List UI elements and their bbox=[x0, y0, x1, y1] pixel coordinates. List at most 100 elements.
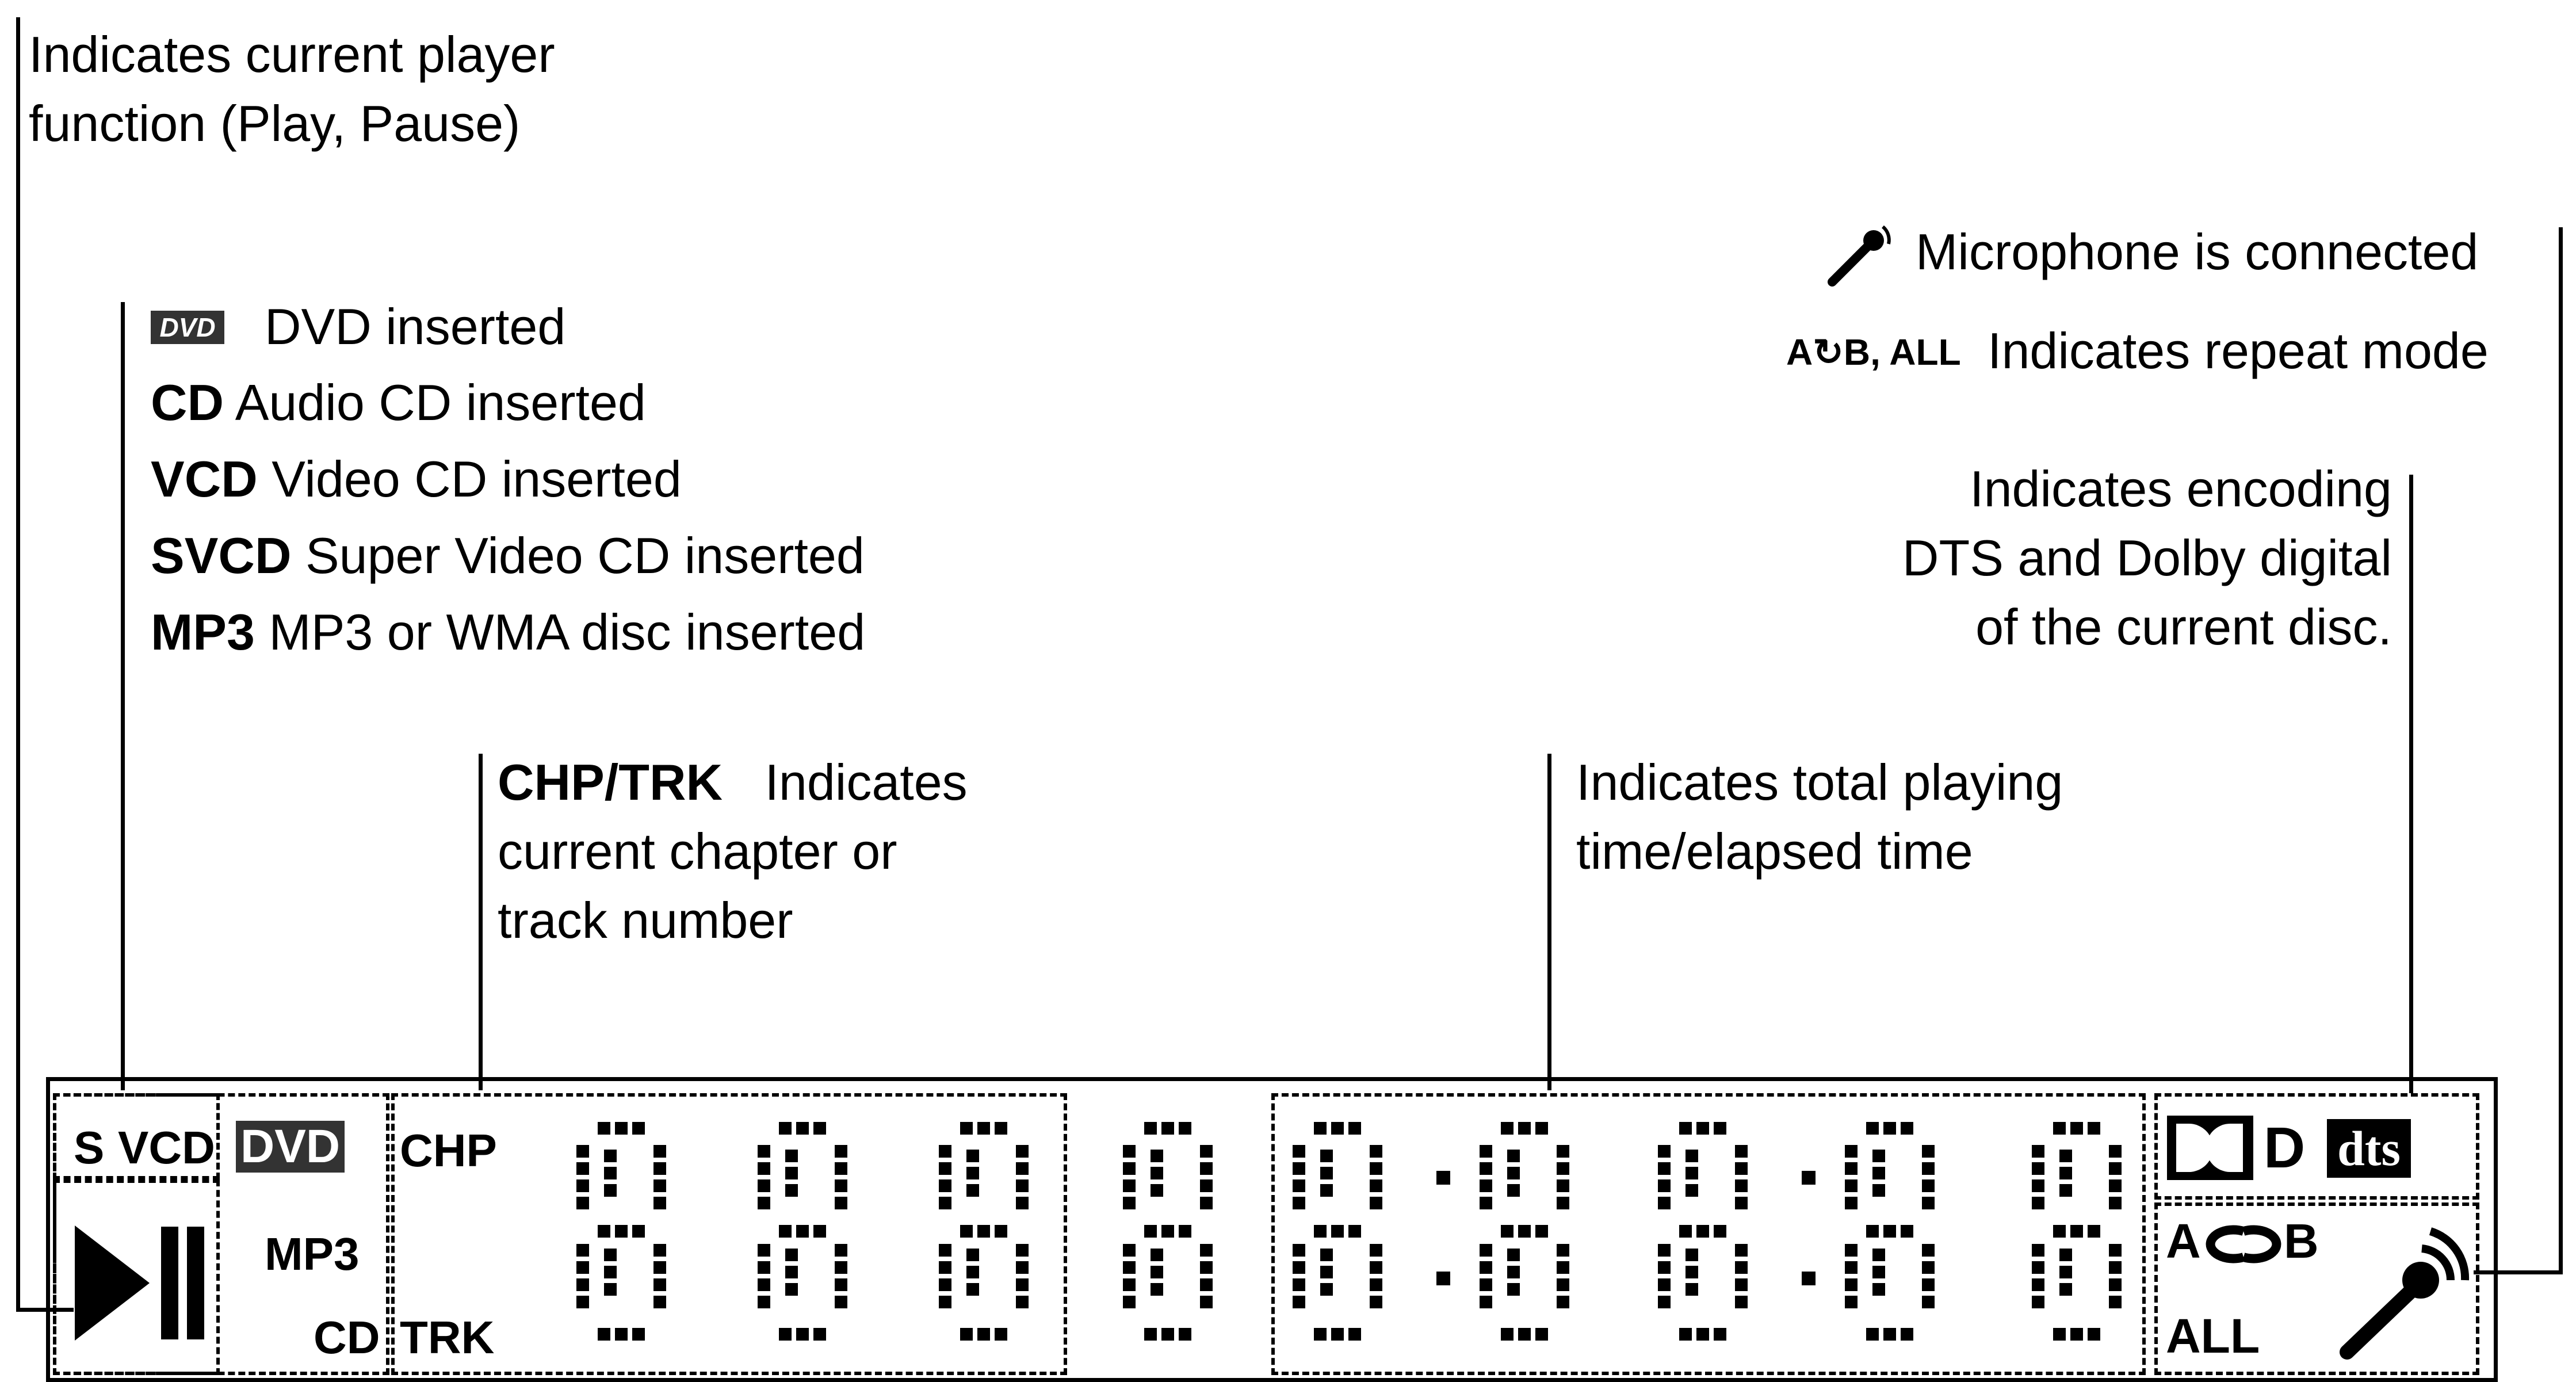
segment-dot bbox=[1686, 1184, 1698, 1197]
segment-dot bbox=[1331, 1328, 1344, 1341]
segment-dot bbox=[758, 1244, 770, 1257]
segment-dot bbox=[1331, 1225, 1344, 1238]
segment-dot bbox=[1557, 1145, 1569, 1158]
segment-dot bbox=[835, 1261, 847, 1274]
segment-dot bbox=[1557, 1278, 1569, 1291]
segment-dot bbox=[1845, 1197, 1858, 1209]
segment-dot bbox=[1696, 1328, 1709, 1341]
segment-dot bbox=[2053, 1122, 2066, 1135]
segment-dot bbox=[779, 1225, 792, 1238]
segment-dot bbox=[1866, 1122, 1879, 1135]
segment-dot bbox=[758, 1278, 770, 1291]
segment-dot bbox=[2059, 1184, 2072, 1197]
leader-player-function bbox=[16, 17, 20, 1312]
play-pause-icon bbox=[75, 1226, 204, 1341]
segment-dot bbox=[1845, 1296, 1858, 1308]
segment-dot bbox=[1200, 1244, 1213, 1257]
segment-dot bbox=[2070, 1328, 2083, 1341]
segment-dot bbox=[779, 1328, 792, 1341]
segment-dot bbox=[758, 1179, 770, 1192]
segment-dot bbox=[1872, 1150, 1885, 1162]
segment-dot bbox=[1901, 1225, 1913, 1238]
segment-dot bbox=[1179, 1225, 1191, 1238]
segment-dot bbox=[1144, 1225, 1157, 1238]
segment-dot bbox=[835, 1244, 847, 1257]
segment-dot bbox=[632, 1122, 645, 1135]
segment-dot bbox=[1557, 1296, 1569, 1308]
segment-dot bbox=[1200, 1162, 1213, 1175]
segment-dot bbox=[1123, 1197, 1136, 1209]
segment-dot bbox=[1293, 1296, 1305, 1308]
segment-dot bbox=[1735, 1197, 1748, 1209]
segment-dot bbox=[835, 1162, 847, 1175]
segment-dot bbox=[1161, 1122, 1174, 1135]
encoding-line-2: DTS and Dolby digital bbox=[1902, 529, 2392, 586]
segment-dot bbox=[1348, 1328, 1361, 1341]
segment-dot bbox=[1507, 1249, 1520, 1261]
segment-dot bbox=[1686, 1150, 1698, 1162]
display-s-label: S bbox=[74, 1122, 105, 1173]
segment-dot bbox=[632, 1328, 645, 1341]
segment-dot bbox=[1507, 1283, 1520, 1296]
segment-dot bbox=[1501, 1225, 1514, 1238]
segment-dot bbox=[1123, 1145, 1136, 1158]
segment-dot bbox=[1314, 1328, 1327, 1341]
segment-dot bbox=[1714, 1122, 1726, 1135]
segment-dot bbox=[576, 1179, 589, 1192]
leader-microphone-h bbox=[2474, 1270, 2563, 1274]
segment-dot bbox=[576, 1278, 589, 1291]
segment-dot bbox=[2088, 1328, 2100, 1341]
segment-dot bbox=[2032, 1278, 2044, 1291]
segment-dot bbox=[939, 1261, 951, 1274]
player-function-line-1: Indicates current player bbox=[29, 26, 555, 83]
vcd-caption: VCD Video CD inserted bbox=[151, 451, 682, 507]
segment-dot bbox=[960, 1225, 973, 1238]
segment-dot bbox=[1161, 1225, 1174, 1238]
segment-dot bbox=[653, 1261, 666, 1274]
segment-dot bbox=[1016, 1162, 1029, 1175]
segment-dot bbox=[1658, 1278, 1671, 1291]
segment-dot bbox=[796, 1122, 809, 1135]
microphone-display-icon bbox=[2340, 1227, 2470, 1360]
segment-dot bbox=[758, 1197, 770, 1209]
segment-dot bbox=[1314, 1122, 1327, 1135]
segment-dot bbox=[576, 1296, 589, 1308]
segment-dot bbox=[1151, 1249, 1163, 1261]
segment-dot bbox=[966, 1167, 979, 1179]
segment-dot bbox=[1679, 1225, 1692, 1238]
time-colon-dot bbox=[1802, 1272, 1816, 1285]
segment-dot bbox=[2109, 1244, 2122, 1257]
segment-dot bbox=[1151, 1184, 1163, 1197]
segment-dot bbox=[1320, 1184, 1333, 1197]
segment-dot bbox=[1200, 1278, 1213, 1291]
segment-dot bbox=[1686, 1266, 1698, 1278]
segment-dot bbox=[604, 1249, 617, 1261]
segment-dot bbox=[960, 1122, 973, 1135]
segment-dot bbox=[1535, 1225, 1548, 1238]
display-repeat-b: B bbox=[2284, 1214, 2319, 1268]
microphone-icon bbox=[1828, 225, 1891, 287]
segment-dot bbox=[1714, 1225, 1726, 1238]
segment-dot bbox=[1370, 1197, 1382, 1209]
segment-dot bbox=[653, 1197, 666, 1209]
segment-dot bbox=[1922, 1179, 1935, 1192]
dolby-d-label: D bbox=[2264, 1116, 2306, 1180]
segment-dot bbox=[1557, 1261, 1569, 1274]
segment-dot bbox=[1200, 1179, 1213, 1192]
segment-dot bbox=[1658, 1197, 1671, 1209]
segment-dot bbox=[1370, 1278, 1382, 1291]
segment-dot bbox=[604, 1184, 617, 1197]
segment-dot bbox=[1331, 1122, 1344, 1135]
segment-dot bbox=[1144, 1122, 1157, 1135]
segment-dot bbox=[598, 1122, 610, 1135]
time-colon-dot bbox=[1802, 1171, 1816, 1185]
segment-dot bbox=[1922, 1261, 1935, 1274]
segment-dot bbox=[1370, 1145, 1382, 1158]
segment-dot bbox=[2070, 1225, 2083, 1238]
segment-dot bbox=[1200, 1296, 1213, 1308]
segment-dot bbox=[966, 1150, 979, 1162]
segment-dot bbox=[1922, 1244, 1935, 1257]
segment-dot bbox=[1735, 1179, 1748, 1192]
leader-player-function-h bbox=[16, 1308, 74, 1312]
segment-dot bbox=[604, 1167, 617, 1179]
